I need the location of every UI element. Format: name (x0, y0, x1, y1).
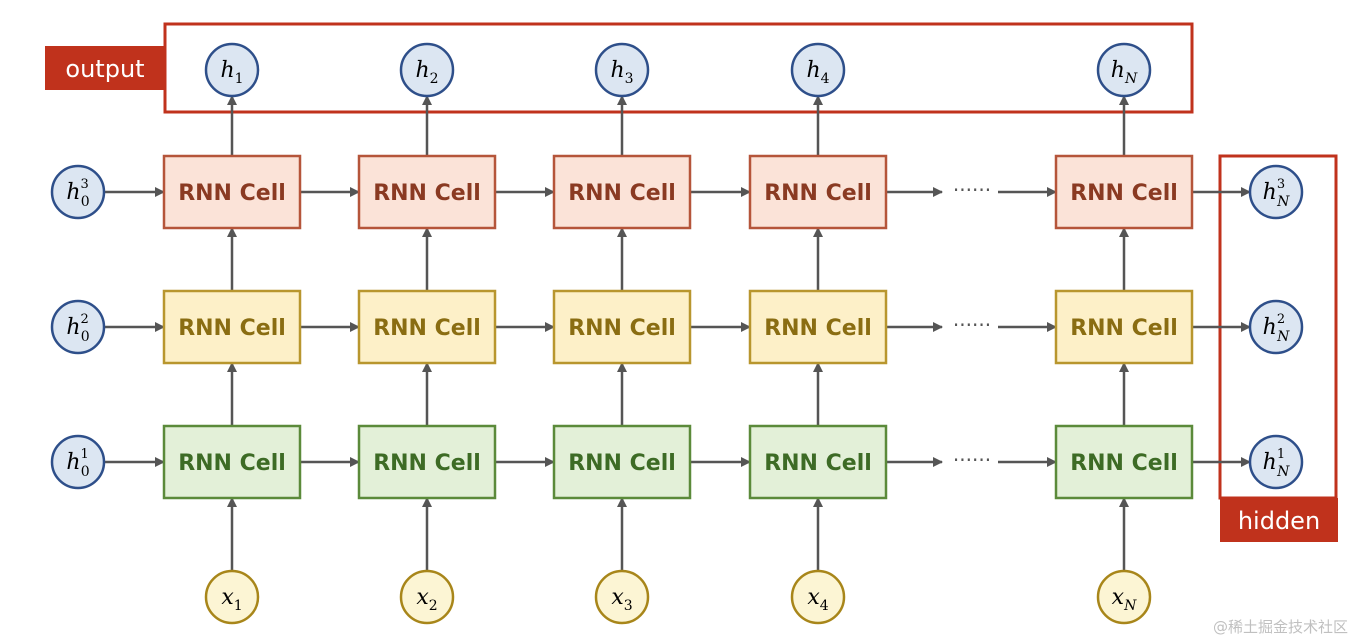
output-h-label: h4 (806, 58, 829, 87)
watermark: @稀土掘金技术社区 (1213, 618, 1348, 636)
output-h-label: h2 (415, 58, 438, 87)
rnn-cell-box (1054, 424, 1194, 500)
rnn-cell-box (748, 289, 888, 365)
rnn-cell-box (357, 289, 497, 365)
rnn-cell-box (1054, 154, 1194, 230)
rnn-cell-box (748, 424, 888, 500)
input-x-circle (399, 569, 455, 625)
rnn-cell-box (552, 154, 692, 230)
output-h-label: hN (1111, 58, 1138, 87)
input-x-label: x3 (611, 585, 632, 614)
output-h-label: h1 (220, 58, 243, 87)
rnn-cell-label: RNN Cell (1070, 451, 1178, 476)
rnn-cell-box (357, 424, 497, 500)
rnn-cell-label: RNN Cell (568, 181, 676, 206)
input-x-circle (204, 569, 260, 625)
output-h-circle (594, 42, 650, 98)
rnn-cell-box (1054, 289, 1194, 365)
ellipsis: ······ (953, 448, 991, 472)
h0-circle (50, 434, 106, 490)
hidden-label: hidden (1238, 507, 1320, 535)
rnn-cell-label: RNN Cell (373, 451, 481, 476)
rnn-cell-label: RNN Cell (178, 451, 286, 476)
rnn-cell-label: RNN Cell (764, 181, 872, 206)
hN-circle (1248, 299, 1304, 355)
rnn-cell-label: RNN Cell (178, 316, 286, 341)
rnn-cell-label: RNN Cell (568, 451, 676, 476)
input-x-label: xN (1112, 585, 1137, 614)
rnn-cell-label: RNN Cell (373, 316, 481, 341)
h0-circle (50, 299, 106, 355)
ellipsis: ······ (953, 178, 991, 202)
rnn-cell-box (162, 154, 302, 230)
output-label: output (65, 55, 144, 83)
input-x-label: x2 (416, 585, 437, 614)
input-x-label: x4 (807, 585, 828, 614)
hidden-label-box (1220, 498, 1338, 542)
rnn-cell-label: RNN Cell (1070, 181, 1178, 206)
rnn-cell-label: RNN Cell (1070, 316, 1178, 341)
ellipsis: ······ (953, 313, 991, 337)
rnn-cell-label: RNN Cell (178, 181, 286, 206)
output-h-circle (204, 42, 260, 98)
rnn-cell-label: RNN Cell (764, 451, 872, 476)
rnn-cell-box (162, 424, 302, 500)
rnn-cell-box (162, 289, 302, 365)
rnn-cell-box (552, 289, 692, 365)
output-highlight-box (163, 22, 1194, 114)
output-h-label: h3 (610, 58, 633, 87)
output-h-circle (790, 42, 846, 98)
h0-circle (50, 164, 106, 220)
output-h-circle (1096, 42, 1152, 98)
output-label-box (45, 46, 165, 90)
rnn-cell-label: RNN Cell (568, 316, 676, 341)
rnn-cell-box (357, 154, 497, 230)
rnn-cell-box (748, 154, 888, 230)
rnn-cell-label: RNN Cell (373, 181, 481, 206)
input-x-circle (1096, 569, 1152, 625)
arrows-layer (104, 95, 1251, 571)
input-x-circle (790, 569, 846, 625)
hN-circle (1248, 434, 1304, 490)
output-h-circle (399, 42, 455, 98)
hN-circle (1248, 164, 1304, 220)
input-x-label: x1 (221, 585, 242, 614)
rnn-cell-label: RNN Cell (764, 316, 872, 341)
input-x-circle (594, 569, 650, 625)
rnn-cell-box (552, 424, 692, 500)
